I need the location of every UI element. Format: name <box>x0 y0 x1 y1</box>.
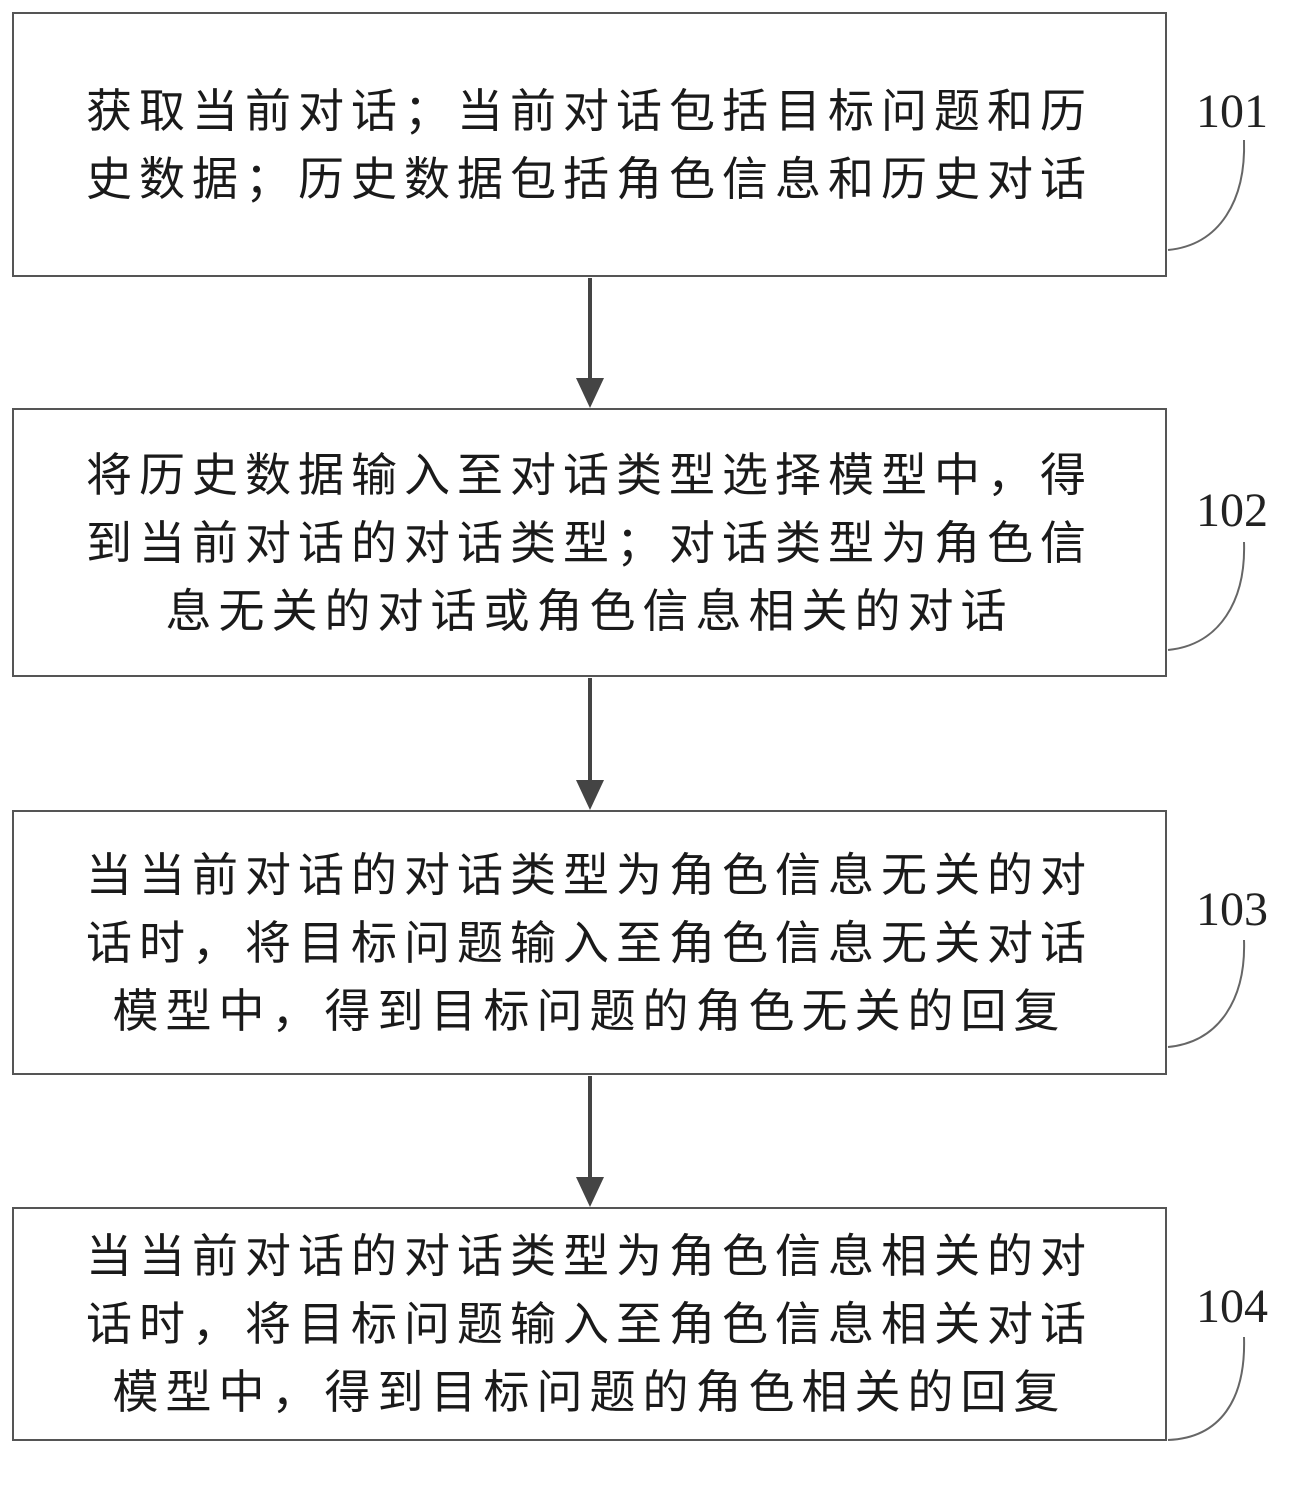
leader-line-102 <box>1167 541 1246 651</box>
leader-line-104 <box>1167 1336 1246 1441</box>
step-label-101: 101 <box>1196 85 1268 138</box>
step-box-103: 当当前对话的对话类型为角色信息无关的对 话时，将目标问题输入至角色信息无关对话 … <box>12 810 1167 1075</box>
step-label-102: 102 <box>1196 484 1268 537</box>
leader-line-101 <box>1167 139 1246 251</box>
leader-line-103 <box>1167 939 1246 1048</box>
step-text-101: 获取当前对话；当前对话包括目标问题和历 史数据；历史数据包括角色信息和历史对话 <box>86 83 1093 206</box>
step-box-101: 获取当前对话；当前对话包括目标问题和历 史数据；历史数据包括角色信息和历史对话 <box>12 12 1167 277</box>
step-label-104: 104 <box>1196 1280 1268 1333</box>
step-text-102: 将历史数据输入至对话类型选择模型中，得 到当前对话的对话类型；对话类型为角色信 … <box>86 447 1093 638</box>
step-box-102: 将历史数据输入至对话类型选择模型中，得 到当前对话的对话类型；对话类型为角色信 … <box>12 408 1167 677</box>
arrow-102-to-103 <box>576 678 604 810</box>
step-text-104: 当当前对话的对话类型为角色信息相关的对 话时，将目标问题输入至角色信息相关对话 … <box>86 1229 1093 1419</box>
step-text-103: 当当前对话的对话类型为角色信息无关的对 话时，将目标问题输入至角色信息无关对话 … <box>86 847 1093 1038</box>
arrow-101-to-102 <box>576 278 604 408</box>
arrow-103-to-104 <box>576 1076 604 1207</box>
step-box-104: 当当前对话的对话类型为角色信息相关的对 话时，将目标问题输入至角色信息相关对话 … <box>12 1207 1167 1441</box>
step-label-103: 103 <box>1196 883 1268 936</box>
